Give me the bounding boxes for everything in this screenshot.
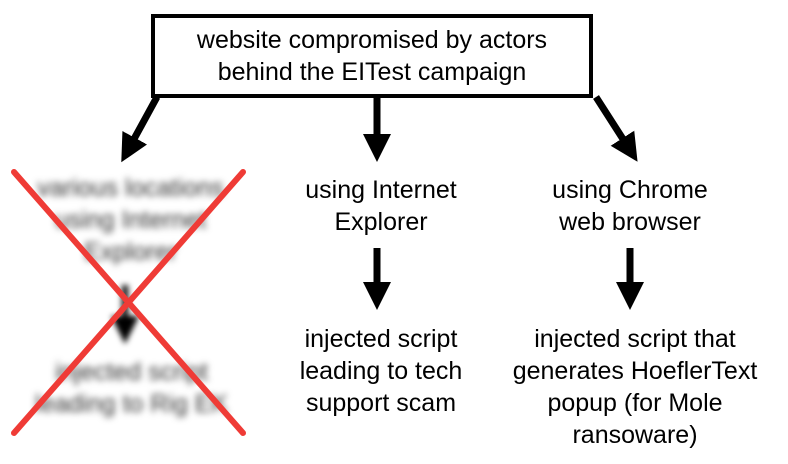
right-result-label: injected script that generates HoeflerTe… xyxy=(512,325,758,449)
right-source-label: using Chrome web browser xyxy=(552,176,708,236)
middle-result-label: injected script leading to tech support … xyxy=(299,325,463,417)
right-result-node: injected script that generates HoeflerTe… xyxy=(490,323,780,451)
middle-result-node: injected script leading to tech support … xyxy=(265,323,497,419)
arrow-root-to-right xyxy=(593,95,638,162)
middle-source-label: using Internet Explorer xyxy=(305,176,457,236)
cross-line-2 xyxy=(11,169,246,436)
right-source-node: using Chrome web browser xyxy=(505,174,755,238)
middle-source-node: using Internet Explorer xyxy=(265,174,497,238)
root-node: website compromised by actors behind the… xyxy=(151,14,593,98)
left-source-label: various locations using Internet Explore… xyxy=(37,174,224,266)
root-label: website compromised by actors behind the… xyxy=(196,26,548,86)
arrow-root-to-left xyxy=(121,95,161,163)
left-source-node: various locations using Internet Explore… xyxy=(8,172,253,268)
